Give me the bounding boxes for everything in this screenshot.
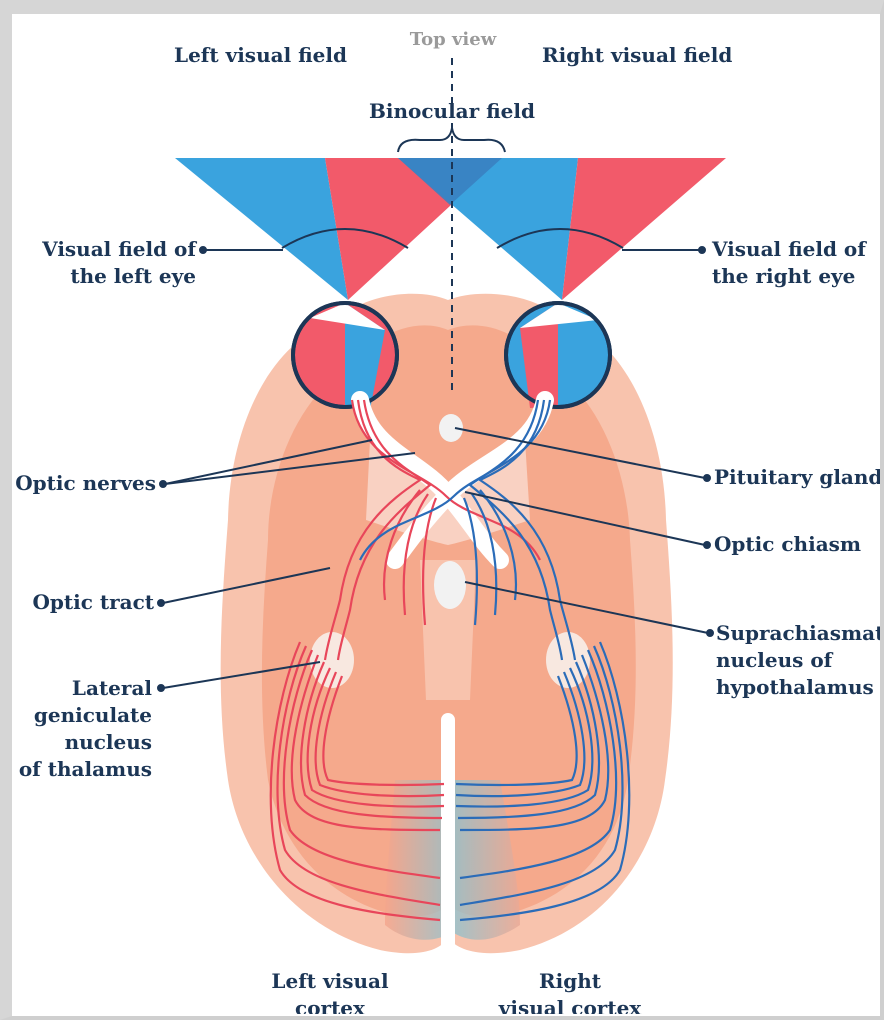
binocular-field-label: Binocular field: [350, 98, 554, 125]
right-visual-cortex-label: Right visual cortex: [490, 968, 650, 1014]
optic-nerves-label: Optic nerves: [0, 470, 156, 497]
visual-field-wedges: [175, 158, 726, 300]
optic-tract-label: Optic tract: [0, 589, 154, 616]
pituitary-gland-label: Pituitary gland: [714, 464, 884, 491]
left-eye-blue-field: [175, 158, 348, 300]
suprachiasmatic-nucleus-shape: [434, 561, 466, 609]
left-eye: [293, 303, 397, 410]
lateral-geniculate-label: Lateral geniculate nucleus of thalamus: [0, 675, 152, 783]
right-visual-field-label: Right visual field: [542, 42, 732, 69]
right-eye: [506, 303, 610, 408]
right-eye-red-field: [562, 158, 726, 300]
suprachiasmatic-nucleus-label: Suprachiasmatic nucleus of hypothalamus: [716, 620, 884, 701]
visual-field-left-eye-label: Visual field of the left eye: [20, 236, 196, 290]
optic-chiasm-label: Optic chiasm: [714, 531, 861, 558]
top-view-label: Top view: [398, 26, 508, 53]
left-visual-cortex-label: Left visual cortex: [250, 968, 410, 1014]
left-visual-field-label: Left visual field: [174, 42, 347, 69]
visual-field-right-eye-label: Visual field of the right eye: [712, 236, 866, 290]
